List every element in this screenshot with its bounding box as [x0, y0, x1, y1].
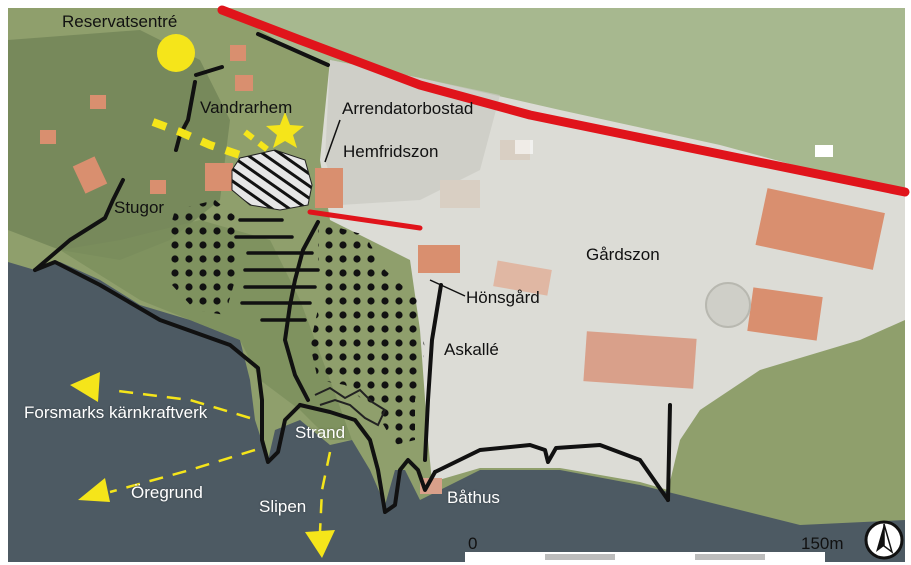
label-vandrarhem: Vandrarhem	[200, 98, 293, 117]
hatched-zone	[231, 149, 313, 211]
farm-buildings	[40, 45, 885, 494]
label-strand: Strand	[295, 423, 346, 442]
north-arrow-icon	[864, 520, 904, 560]
yellow-paths	[109, 118, 332, 533]
label-forsmark: Forsmarks kärnkraftverk	[24, 403, 208, 422]
forest-area	[8, 30, 230, 260]
label-oregrund: Öregrund	[131, 483, 203, 502]
label-hemfridszon: Hemfridszon	[343, 142, 439, 161]
arrow-slipen-icon	[305, 530, 335, 558]
dotted-zone-east	[310, 222, 425, 445]
hostel-star-icon	[266, 112, 304, 148]
field-area	[225, 8, 905, 195]
label-arrendatorbostad: Arrendatorbostad	[342, 99, 474, 118]
label-bathus: Båthus	[447, 488, 500, 507]
label-stugor: Stugor	[114, 198, 165, 217]
label-honsgard: Hönsgård	[466, 288, 540, 307]
label-slipen: Slipen	[259, 497, 307, 516]
red-boundary	[307, 209, 423, 231]
arrow-forsmark-icon	[70, 372, 100, 402]
main-road	[217, 5, 910, 197]
scale-start-label: 0	[468, 534, 478, 553]
beach-scribble	[314, 386, 387, 427]
reserve-center-icon	[157, 34, 195, 72]
label-gardszon: Gårdszon	[586, 245, 660, 264]
arrow-oregrund-icon	[78, 478, 110, 502]
label-reservatsentre: Reservatsentré	[62, 12, 178, 31]
dotted-zone-west	[165, 200, 240, 315]
scale-bar	[465, 552, 825, 562]
label-askalle: Askallé	[444, 340, 499, 359]
black-boundaries	[33, 32, 672, 514]
scale-end-label: 150m	[801, 534, 844, 553]
